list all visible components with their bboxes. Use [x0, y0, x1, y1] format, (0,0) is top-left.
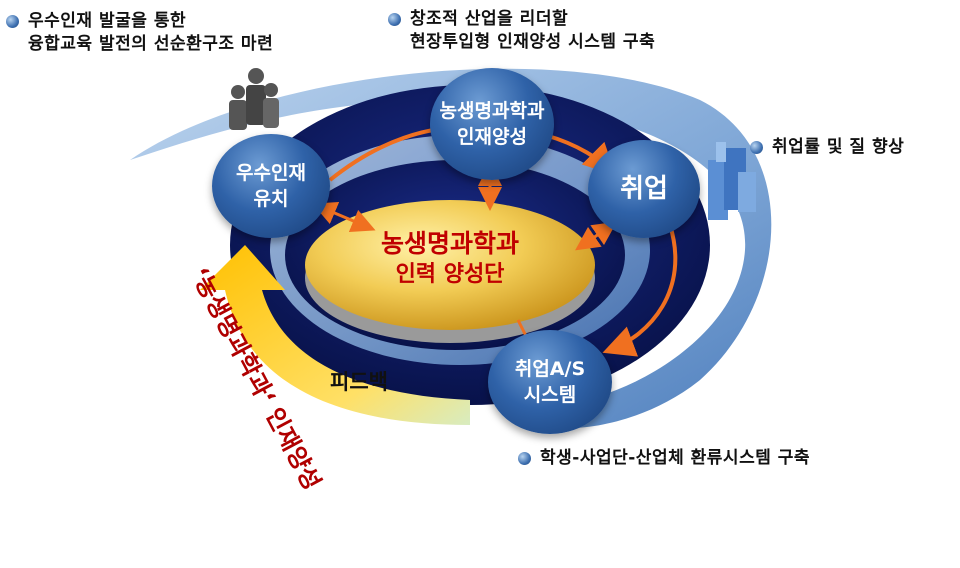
center-label: 농생명과학과 인력 양성단	[330, 228, 570, 290]
circle-right: 취업	[588, 140, 700, 238]
people-icon	[229, 68, 279, 130]
center-label-line1: 농생명과학과	[380, 229, 519, 258]
bullet-icon	[750, 141, 763, 154]
circle-left-line1: 우수인재	[236, 162, 306, 184]
note-right-text: 취업률 및 질 향상	[772, 137, 905, 157]
circle-left-line2: 유치	[253, 188, 289, 210]
note-top-center-line1: 창조적 산업을 리더할	[410, 9, 569, 29]
flow-arc-right	[602, 224, 678, 357]
circle-top: 농생명과학과 인재양성	[430, 68, 554, 180]
outer-swirl-ring	[130, 68, 772, 429]
center-disc	[305, 200, 595, 330]
center-label-line2: 인력 양성단	[395, 262, 505, 287]
circle-bottom-line1: 취업A/S	[514, 358, 586, 380]
note-right: 취업률 및 질 향상	[750, 136, 905, 159]
bullet-icon	[6, 15, 19, 28]
bullet-icon	[518, 452, 531, 465]
note-top-center: 창조적 산업을 리더할 현장투입형 인재양성 시스템 구축	[388, 8, 656, 54]
circle-left: 우수인재 유치	[212, 134, 330, 238]
feedback-arrow	[200, 245, 470, 425]
circle-bottom-line2: 시스템	[523, 384, 577, 406]
bullet-icon	[388, 13, 401, 26]
note-bottom: 학생-사업단-산업체 환류시스템 구축	[518, 447, 811, 470]
circle-right-line1: 취업	[620, 174, 668, 204]
circle-bottom: 취업A/S 시스템	[488, 330, 612, 434]
connector-left	[312, 201, 376, 233]
circle-top-line1: 농생명과학과	[439, 100, 545, 122]
buildings-icon	[708, 142, 756, 220]
connector-right	[575, 221, 617, 251]
note-top-left: 우수인재 발굴을 통한 융합교육 발전의 선순환구조 마련	[6, 10, 274, 56]
note-top-center-line2: 현장투입형 인재양성 시스템 구축	[410, 32, 656, 52]
note-bottom-text: 학생-사업단-산업체 환류시스템 구축	[540, 448, 811, 468]
feedback-label: 피드백	[330, 370, 388, 394]
note-top-left-line1: 우수인재 발굴을 통한	[28, 11, 187, 31]
circle-top-line2: 인재양성	[457, 126, 527, 148]
note-top-left-line2: 융합교육 발전의 선순환구조 마련	[28, 34, 274, 54]
